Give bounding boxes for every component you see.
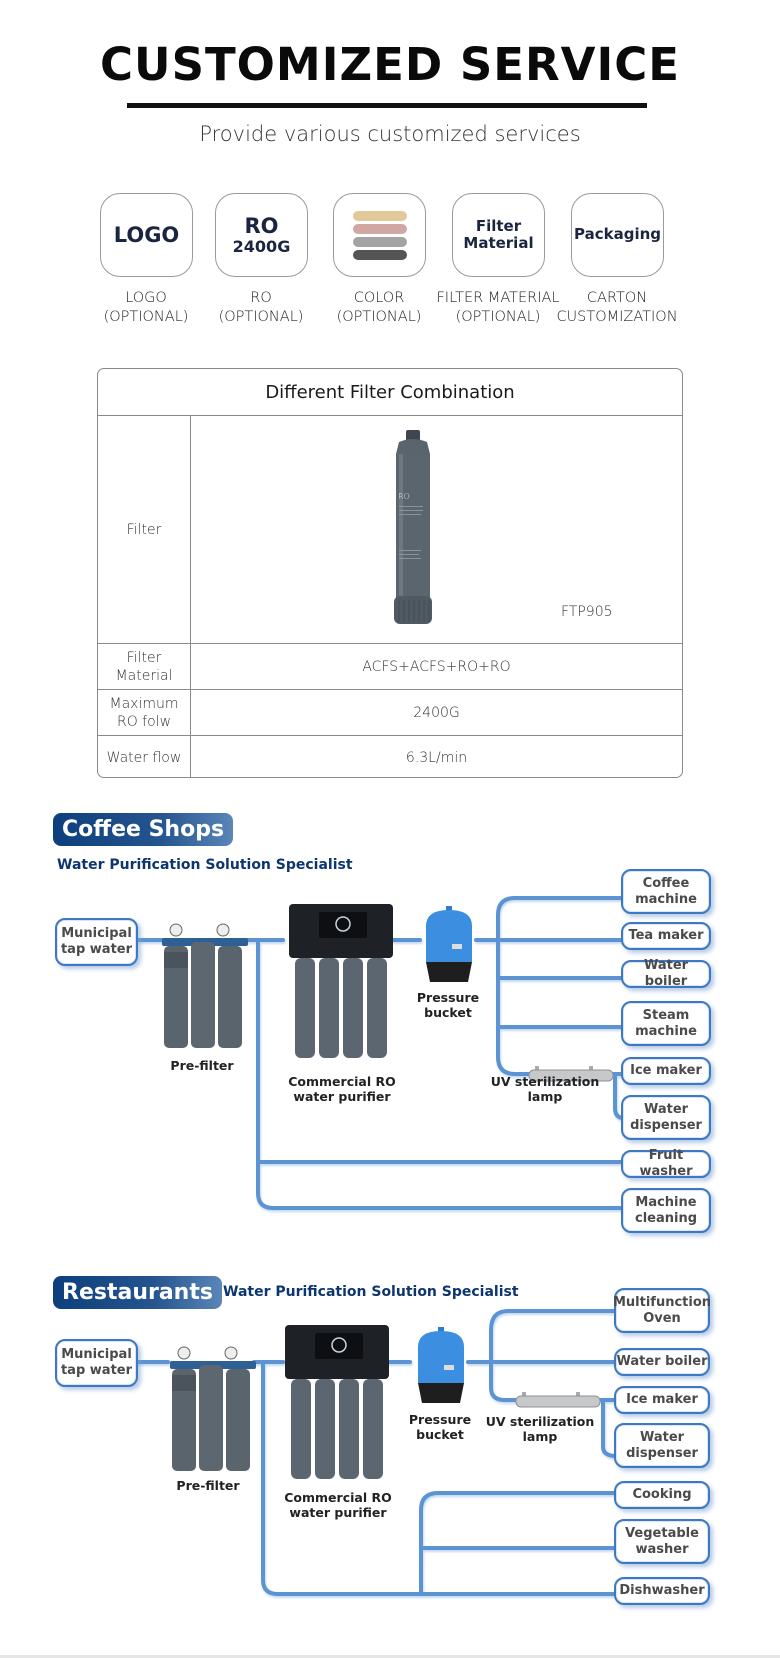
page-title: CUSTOMIZED SERVICE xyxy=(100,38,680,91)
table-row: Filter RO xyxy=(98,416,682,644)
prefilter-unit-icon xyxy=(170,1346,256,1471)
output-box: Multifunction Oven xyxy=(613,1288,711,1333)
label-ro-purifier: Commercial RO water purifier xyxy=(288,1074,396,1104)
source-municipal-tap-water: Municipal tap water xyxy=(55,1339,138,1387)
caption-line: RO xyxy=(250,290,272,306)
output-box: Cooking xyxy=(614,1481,710,1509)
table-title: Different Filter Combination xyxy=(98,369,682,416)
output-box: Tea maker xyxy=(621,922,711,950)
tile-text: 2400G xyxy=(232,236,291,256)
table-row: Water flow 6.3L/min xyxy=(98,736,682,777)
service-tile-packaging: Packaging xyxy=(571,193,664,277)
label-uv-lamp: UV sterilization lamp xyxy=(490,1074,600,1104)
output-box: Vegetable washer xyxy=(614,1519,710,1564)
output-box: Water dispenser xyxy=(614,1423,710,1468)
label-pressure-bucket: Pressure bucket xyxy=(416,990,480,1020)
color-swatch xyxy=(352,249,407,260)
caption-line: (OPTIONAL) xyxy=(218,309,304,325)
caption-line: CARTON xyxy=(586,290,648,306)
page-subtitle: Provide various customized services xyxy=(199,122,581,146)
output-box: Water boiler xyxy=(621,958,711,989)
section-badge-coffee-shops: Coffee Shops xyxy=(53,813,234,846)
title-underline xyxy=(127,103,647,108)
row-value: RO FTP905 xyxy=(191,416,682,643)
bottom-divider xyxy=(0,1655,780,1658)
output-box: Water dispenser xyxy=(621,1095,711,1140)
service-caption: LOGO (OPTIONAL) xyxy=(83,289,209,327)
caption-line: (OPTIONAL) xyxy=(336,309,422,325)
pressure-bucket-icon xyxy=(418,1327,464,1403)
output-box: Machine cleaning xyxy=(621,1188,711,1233)
table-row: Maximum RO folw 2400G xyxy=(98,690,682,736)
row-label: Maximum RO folw xyxy=(98,690,191,735)
service-tile-color xyxy=(333,193,426,277)
output-box: Ice maker xyxy=(621,1057,711,1085)
tile-text: Filter xyxy=(475,216,522,235)
filter-combination-table: Different Filter Combination Filter RO xyxy=(97,368,683,778)
row-value: 6.3L/min xyxy=(405,749,468,766)
caption-line: COLOR xyxy=(353,290,405,306)
tile-text: RO xyxy=(244,213,279,238)
caption-line: LOGO xyxy=(125,290,167,306)
cartridge-label: RO xyxy=(398,492,410,501)
label-ro-purifier: Commercial RO water purifier xyxy=(284,1490,392,1520)
label-pressure-bucket: Pressure bucket xyxy=(408,1412,472,1442)
row-label: Water flow xyxy=(98,736,191,777)
caption-line: FILTER MATERIAL xyxy=(436,290,560,306)
output-box: Coffee machine xyxy=(621,869,711,914)
section-tagline: Water Purification Solution Specialist xyxy=(57,857,353,873)
caption-line: (OPTIONAL) xyxy=(103,309,189,325)
output-box: Fruit washer xyxy=(621,1148,711,1179)
service-caption: RO (OPTIONAL) xyxy=(198,289,324,327)
service-caption: CARTON CUSTOMIZATION xyxy=(554,289,680,327)
ro-purifier-unit-icon xyxy=(289,904,393,1058)
uv-lamp-icon xyxy=(528,1066,614,1082)
tile-text: Packaging xyxy=(574,225,661,244)
color-swatch xyxy=(352,223,407,234)
output-box: Water boiler xyxy=(614,1348,710,1376)
tile-text: LOGO xyxy=(113,222,180,247)
source-municipal-tap-water: Municipal tap water xyxy=(55,918,138,966)
label-prefilter: Pre-filter xyxy=(170,1058,234,1073)
row-label: Filter xyxy=(98,416,191,643)
prefilter-unit-icon xyxy=(162,923,248,1048)
output-box: Dishwasher xyxy=(614,1577,710,1605)
pressure-bucket-icon xyxy=(426,906,472,982)
service-tile-ro: RO 2400G xyxy=(215,193,308,277)
section-badge-restaurants: Restaurants xyxy=(53,1276,222,1309)
tile-text: Material xyxy=(463,234,534,252)
label-prefilter: Pre-filter xyxy=(176,1478,240,1493)
service-caption: FILTER MATERIAL (OPTIONAL) xyxy=(435,289,561,327)
row-value: ACFS+ACFS+RO+RO xyxy=(362,658,511,675)
label-uv-lamp: UV sterilization lamp xyxy=(485,1414,595,1444)
filter-model-number: FTP905 xyxy=(561,604,613,620)
section-tagline: Water Purification Solution Specialist xyxy=(223,1284,519,1300)
row-label: Filter Material xyxy=(98,644,191,689)
caption-line: (OPTIONAL) xyxy=(455,309,541,325)
service-tile-logo: LOGO xyxy=(100,193,193,277)
caption-line: CUSTOMIZATION xyxy=(556,309,678,325)
ro-filter-cartridge-icon: RO xyxy=(394,430,432,624)
uv-lamp-icon xyxy=(515,1392,601,1408)
output-box: Ice maker xyxy=(614,1386,710,1414)
output-box: Steam machine xyxy=(621,1001,711,1046)
service-tile-filter-material: Filter Material xyxy=(452,193,545,277)
ro-purifier-unit-icon xyxy=(285,1325,389,1479)
service-caption: COLOR (OPTIONAL) xyxy=(316,289,442,327)
color-swatch xyxy=(352,210,407,221)
table-row: Filter Material ACFS+ACFS+RO+RO xyxy=(98,644,682,690)
row-value: 2400G xyxy=(413,704,460,721)
color-swatch xyxy=(352,236,407,247)
